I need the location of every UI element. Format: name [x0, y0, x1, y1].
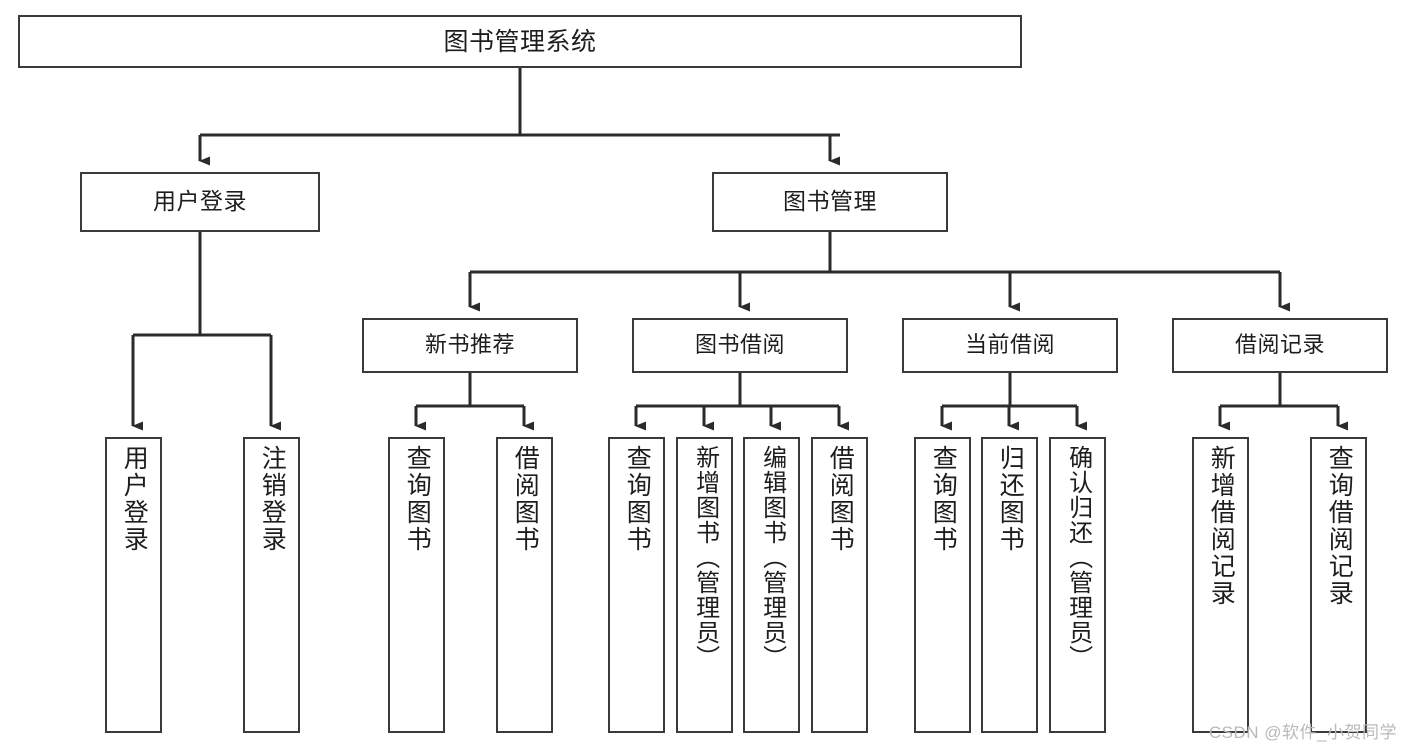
leaf-borrow-1[interactable]: 新增图书（管理员） — [676, 437, 733, 733]
node-borrow-records[interactable]: 借阅记录 — [1172, 318, 1388, 373]
node-book-borrow[interactable]: 图书借阅 — [632, 318, 848, 373]
leaf-new-book-1-label: 借阅图书 — [511, 445, 540, 553]
node-borrow-records-label: 借阅记录 — [1234, 332, 1325, 358]
leaf-new-book-0[interactable]: 查询图书 — [388, 437, 445, 733]
leaf-borrow-0[interactable]: 查询图书 — [608, 437, 665, 733]
node-user-login[interactable]: 用户登录 — [80, 172, 320, 232]
leaf-current-1[interactable]: 归还图书 — [981, 437, 1038, 733]
node-book-management[interactable]: 图书管理 — [712, 172, 948, 232]
node-new-book-recommend-label: 新书推荐 — [424, 332, 515, 358]
leaf-user-login-0-label: 用户登录 — [120, 445, 149, 553]
leaf-user-login-0[interactable]: 用户登录 — [105, 437, 162, 733]
leaf-records-1-label: 查询借阅记录 — [1325, 445, 1354, 607]
leaf-user-login-1[interactable]: 注销登录 — [243, 437, 300, 733]
leaf-records-1[interactable]: 查询借阅记录 — [1310, 437, 1367, 733]
leaf-user-login-1-label: 注销登录 — [258, 445, 287, 553]
node-user-login-label: 用户登录 — [153, 188, 247, 215]
leaf-current-0[interactable]: 查询图书 — [914, 437, 971, 733]
leaf-borrow-2-label: 编辑图书（管理员） — [758, 445, 786, 670]
leaf-new-book-1[interactable]: 借阅图书 — [496, 437, 553, 733]
node-current-borrow[interactable]: 当前借阅 — [902, 318, 1118, 373]
node-book-borrow-label: 图书借阅 — [694, 332, 785, 358]
leaf-borrow-0-label: 查询图书 — [623, 445, 652, 553]
node-new-book-recommend[interactable]: 新书推荐 — [362, 318, 578, 373]
leaf-current-2-label: 确认归还（管理员） — [1064, 445, 1092, 670]
leaf-current-2[interactable]: 确认归还（管理员） — [1049, 437, 1106, 733]
node-root-label: 图书管理系统 — [443, 27, 597, 56]
node-current-borrow-label: 当前借阅 — [964, 332, 1055, 358]
leaf-borrow-2[interactable]: 编辑图书（管理员） — [743, 437, 800, 733]
node-book-management-label: 图书管理 — [783, 188, 877, 215]
leaf-new-book-0-label: 查询图书 — [403, 445, 432, 553]
leaf-borrow-1-label: 新增图书（管理员） — [691, 445, 719, 670]
leaf-current-0-label: 查询图书 — [929, 445, 958, 553]
leaf-records-0-label: 新增借阅记录 — [1207, 445, 1236, 607]
leaf-records-0[interactable]: 新增借阅记录 — [1192, 437, 1249, 733]
leaf-borrow-3[interactable]: 借阅图书 — [811, 437, 868, 733]
leaf-borrow-3-label: 借阅图书 — [826, 445, 855, 553]
node-root[interactable]: 图书管理系统 — [18, 15, 1022, 68]
leaf-current-1-label: 归还图书 — [996, 445, 1025, 553]
